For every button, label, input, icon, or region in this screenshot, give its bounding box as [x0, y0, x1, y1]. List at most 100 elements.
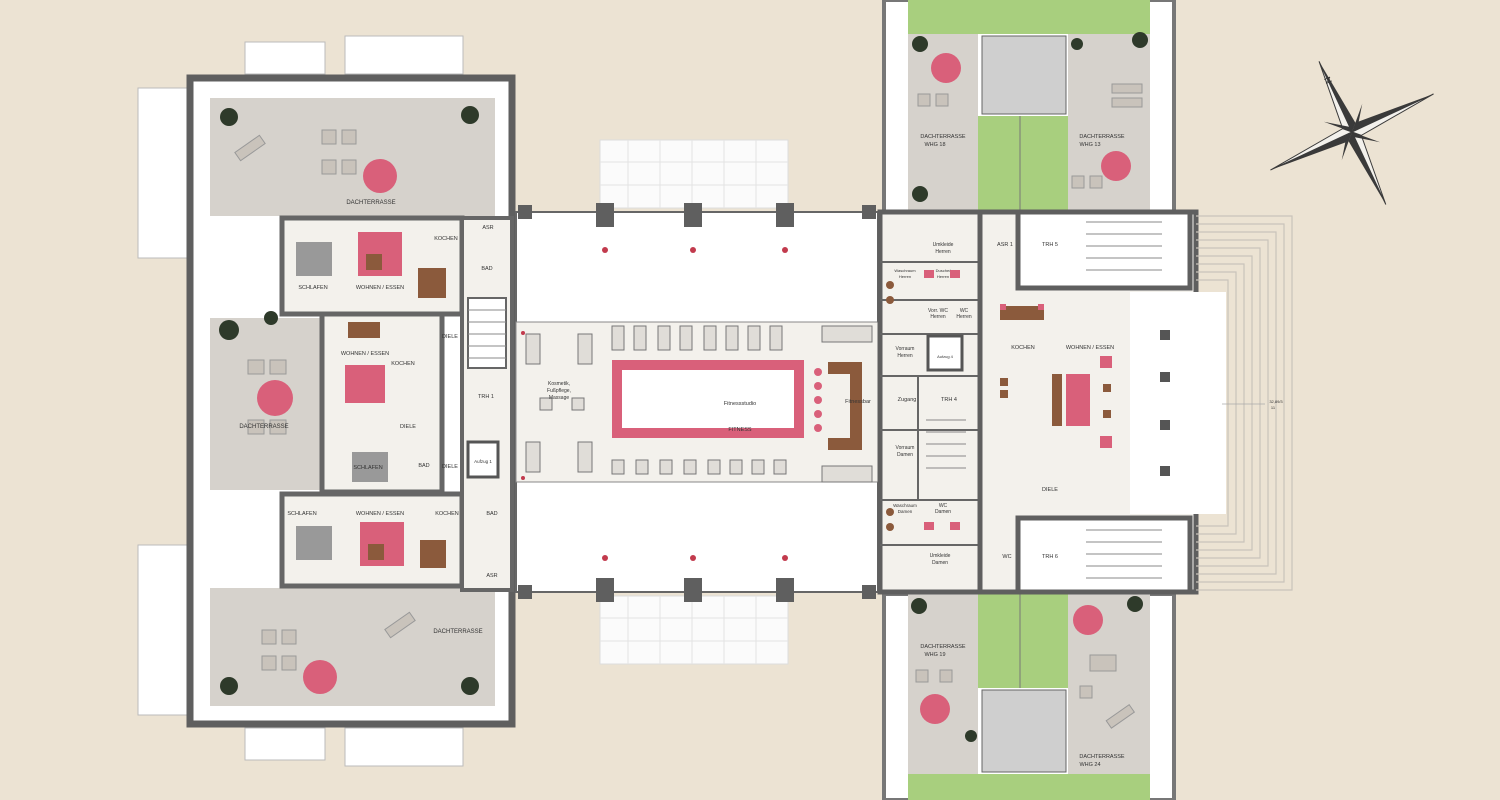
label-trh4: TRH 4 — [941, 397, 957, 403]
label-wohnen: WOHNEN / ESSEN — [356, 511, 404, 517]
columns — [1160, 330, 1170, 476]
elevator-1 — [466, 440, 500, 479]
terrace-bottom — [210, 588, 495, 706]
label-fitnessstudio: Fitnessstudio — [724, 401, 756, 407]
elevator-4 — [926, 334, 964, 372]
label-vorraum-damen: Damen — [897, 452, 913, 458]
label-waschraum-damen: Waschraum — [893, 503, 917, 508]
west-wing: DACHTERRASSE DACHTERRASSE DACHTERRASSE S… — [137, 35, 516, 767]
label-asr1: ASR 1 — [997, 242, 1013, 248]
balcony-slab — [244, 41, 326, 75]
label-terrace-whg24: DACHTERRASSE — [1079, 754, 1125, 760]
lawn — [908, 0, 1150, 34]
compass-rose: N — [1270, 61, 1434, 205]
bed — [296, 242, 332, 276]
label-fitness: FITNESS — [728, 427, 752, 433]
label-vorr-wc-herren: Herren — [930, 314, 946, 320]
label-aufzug1: Aufzug 1 — [474, 459, 492, 464]
kitchen-island — [1052, 374, 1062, 426]
label-kosmetik-3: Massage — [549, 395, 570, 401]
label-vorr-wc-herren: Vorr. WC — [928, 308, 948, 314]
label-whg18: WHG 18 — [924, 142, 945, 148]
label-wohnen: WOHNEN / ESSEN — [1066, 345, 1114, 351]
label-trh1: TRH 1 — [478, 394, 494, 400]
label-diele: DIELE — [442, 334, 458, 340]
label-dimension: 32,89/3 — [1269, 399, 1283, 404]
table — [368, 544, 384, 560]
label-bad: BAD — [486, 511, 497, 517]
plant-icon — [911, 32, 1148, 742]
label-wc-damen: WC — [939, 503, 948, 509]
label-terrace-whg13: DACHTERRASSE — [1079, 134, 1125, 140]
label-trh6: TRH 6 — [1042, 554, 1058, 560]
stair-trh5 — [1015, 209, 1193, 291]
label-waschraum-damen: Damen — [898, 509, 913, 514]
label-vorraum-herren: Herren — [897, 353, 913, 359]
east-wing: DACHTERRASSE WHG 18 DACHTERRASSE WHG 13 … — [877, 0, 1293, 800]
label-waschraum-herren: Waschraum — [894, 268, 916, 273]
label-whg13: WHG 13 — [1079, 142, 1100, 148]
lawn — [978, 116, 1068, 212]
terrace-top — [210, 98, 495, 216]
pool — [981, 689, 1067, 773]
label-dusche-herren: Herren — [937, 274, 949, 279]
bed — [296, 526, 332, 560]
label-schlafen: SCHLAFEN — [353, 465, 382, 471]
label-wc-herren: Herren — [956, 314, 972, 320]
balcony-slab — [137, 87, 189, 259]
east-terrace-floor — [1130, 292, 1226, 514]
lawn — [908, 774, 1150, 800]
label-umkleide-damen: Umkleide — [930, 553, 951, 559]
label-diele: DIELE — [400, 424, 416, 430]
west-core — [460, 216, 514, 592]
pool — [981, 35, 1067, 115]
balcony-slab — [244, 727, 326, 761]
label-umkleide-herren: Herren — [935, 249, 951, 255]
terrace-whg19 — [908, 594, 978, 774]
label-vorraum-herren: Vorraum — [896, 346, 915, 352]
lawn — [978, 594, 1068, 688]
label-aufzug4: Aufzug 4 — [937, 354, 954, 359]
label-dusche-herren: Dusche/ — [936, 268, 952, 273]
label-trh5: TRH 5 — [1042, 242, 1058, 248]
label-bad: BAD — [418, 463, 429, 469]
bed — [352, 452, 388, 482]
balcony-slab — [344, 727, 464, 767]
compass-north-label: N — [1322, 75, 1334, 85]
label-kochen: KOCHEN — [434, 236, 458, 242]
label-wohnen: WOHNEN / ESSEN — [356, 285, 404, 291]
label-schlafen: SCHLAFEN — [298, 285, 327, 291]
columns — [518, 203, 876, 602]
umbrella-icon — [257, 159, 397, 694]
label-wc: WC — [1002, 554, 1011, 560]
dining-table — [348, 322, 380, 338]
sofa — [1066, 374, 1090, 426]
label-terrace-bottom: DACHTERRASSE — [433, 629, 482, 635]
balcony-slab — [344, 35, 464, 75]
label-diele: DIELE — [1042, 487, 1058, 493]
label-kosmetik-2: Fußpflege, — [547, 388, 571, 394]
label-umkleide-damen: Damen — [932, 560, 948, 566]
dining-table — [1000, 306, 1044, 320]
umbrella-icon — [920, 53, 1131, 724]
skylight-top — [599, 139, 789, 209]
table — [366, 254, 382, 270]
label-kosmetik-1: Kosmetik, — [548, 381, 570, 387]
label-kochen: KOCHEN — [391, 361, 415, 367]
label-asr: ASR — [486, 573, 497, 579]
fitness-area — [622, 370, 794, 428]
label-asr: ASR — [482, 225, 493, 231]
label-wc-damen: Damen — [935, 509, 951, 515]
label-wohnen: WOHNEN / ESSEN — [341, 351, 389, 357]
label-dimension: 11 — [1271, 405, 1276, 410]
label-whg24: WHG 24 — [1079, 762, 1100, 768]
label-zugang: Zugang — [898, 397, 917, 403]
label-terrace-top: DACHTERRASSE — [346, 200, 395, 206]
label-schlafen: SCHLAFEN — [287, 511, 316, 517]
label-umkleide-herren: Umkleide — [933, 242, 954, 248]
label-kochen: KOCHEN — [1011, 345, 1035, 351]
label-terrace-mid: DACHTERRASSE — [239, 424, 288, 430]
label-diele: DIELE — [442, 464, 458, 470]
label-kochen: KOCHEN — [435, 511, 459, 517]
